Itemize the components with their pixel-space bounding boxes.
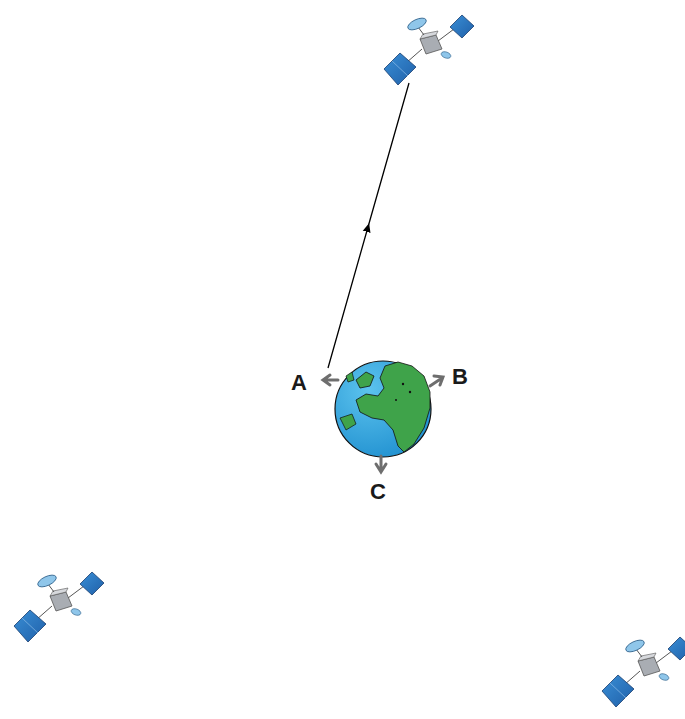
point-label: C	[370, 481, 386, 503]
point-label: B	[452, 366, 468, 388]
signal-arrow	[328, 83, 409, 368]
earth	[335, 361, 431, 457]
satellite	[384, 15, 474, 85]
point-label: A	[291, 372, 307, 394]
satellite	[14, 572, 104, 642]
antenna-marker	[323, 375, 443, 472]
satellite	[602, 637, 685, 707]
